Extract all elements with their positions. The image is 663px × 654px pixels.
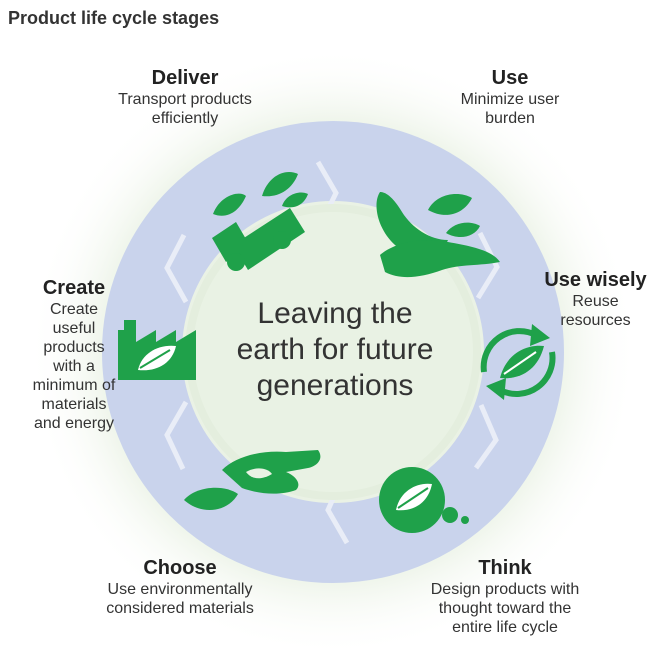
page-title: Product life cycle stages <box>8 8 220 28</box>
stage-create-name: Create <box>42 277 106 299</box>
stage-think: Think Design products with thought towar… <box>385 556 625 637</box>
stage-use-wisely: Use wisely Reuse resources <box>528 268 663 330</box>
stage-use-wisely-name: Use wisely <box>544 269 647 291</box>
stage-think-desc: Design products with thought toward the … <box>430 581 580 636</box>
stage-deliver: Deliver Transport products efficiently <box>80 66 290 128</box>
stage-deliver-desc: Transport products efficiently <box>118 91 252 127</box>
hand-leaf-icon <box>184 450 321 511</box>
stage-use-desc: Minimize user burden <box>460 91 560 127</box>
stage-choose-name: Choose <box>143 557 217 579</box>
stage-use: Use Minimize user burden <box>420 66 600 128</box>
recycle-leaf-icon <box>480 324 556 400</box>
stage-use-name: Use <box>491 67 529 89</box>
truck-icon <box>212 172 308 271</box>
stage-create: Create Create useful products with a min… <box>4 276 144 433</box>
stage-choose-desc: Use environmentally considered materials <box>106 581 254 617</box>
stage-think-name: Think <box>478 557 532 579</box>
stage-create-desc: Create useful products with a minimum of… <box>32 301 116 432</box>
stage-choose: Choose Use environmentally considered ma… <box>65 556 295 618</box>
stage-use-wisely-desc: Reuse resources <box>560 293 631 329</box>
hands-leaf-icon <box>376 192 500 278</box>
center-message: Leaving the earth for future generations <box>236 297 434 402</box>
thought-leaf-icon <box>379 467 469 533</box>
factory-leaf-icon <box>118 320 196 380</box>
stage-deliver-name: Deliver <box>151 67 219 89</box>
